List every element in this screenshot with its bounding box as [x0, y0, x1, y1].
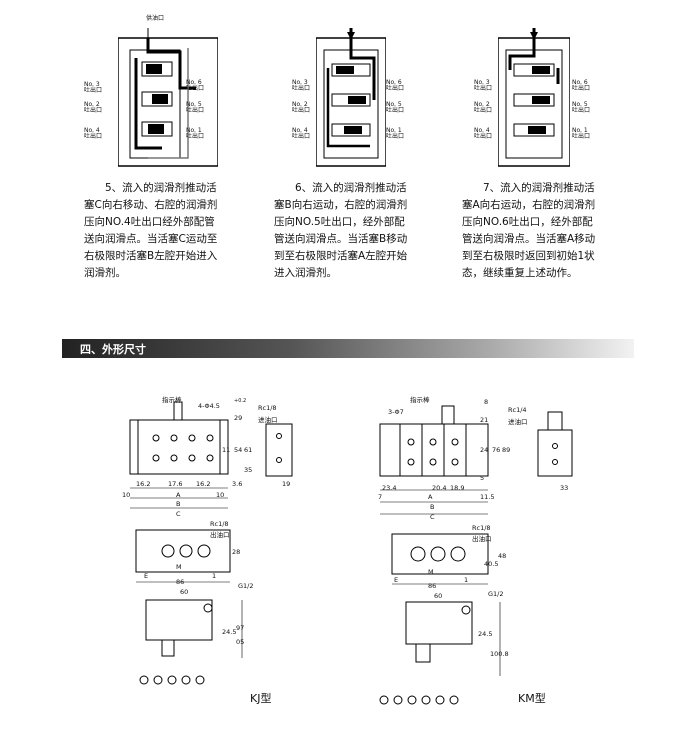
km-dim: B — [430, 503, 435, 511]
kj-drawing-lines — [118, 390, 318, 710]
km-outlet-thread: Rc1/8 — [472, 524, 491, 532]
schematic-drawing-1 — [118, 28, 218, 168]
kj-dim: 11 — [222, 446, 231, 454]
km-dim: 86 — [428, 582, 437, 590]
port-label: No. 6 吐出口 — [386, 79, 405, 92]
port-label: No. 5 吐出口 — [572, 101, 591, 114]
schematic-diagram-3 — [498, 28, 570, 168]
kj-dim: 10 — [122, 491, 131, 499]
km-inlet-thread: Rc1/4 — [508, 406, 527, 414]
description-6: 6、流入的润滑剂推动活塞B向右运动，右腔的润滑剂压向NO.5吐出口，经外部配管送… — [274, 182, 408, 279]
kj-dim: 3.6 — [232, 480, 243, 488]
kj-dim: 05 — [236, 638, 245, 646]
schematic-drawing-3 — [498, 28, 570, 168]
km-inlet-label: 进油口 — [508, 418, 528, 426]
kj-drawing — [118, 390, 318, 710]
kj-dim: 29 — [234, 414, 243, 422]
kj-outlet-label: 出油口 — [210, 531, 230, 539]
kj-dim: 19 — [282, 480, 291, 488]
km-dim: E — [394, 576, 399, 584]
kj-dim: B — [176, 500, 181, 508]
port-label: No. 1 吐出口 — [186, 127, 205, 140]
km-model-label: KM型 — [518, 692, 546, 705]
km-outlet-label: 出油口 — [472, 535, 492, 543]
km-dim: 5 — [480, 474, 485, 482]
port-label: No. 3 吐出口 — [84, 81, 103, 94]
inlet-label: 供油口 — [146, 15, 165, 22]
schematic-diagram-2 — [316, 28, 386, 168]
description-7: 7、流入的润滑剂推动活塞A向右运动，右腔的润滑剂压向NO.6吐出口，经外部配管送… — [462, 182, 596, 279]
km-dim: 60 — [434, 592, 443, 600]
km-dim: A — [428, 493, 433, 501]
km-dim: 20.4 — [432, 484, 447, 492]
kj-outlet-thread: Rc1/8 — [210, 520, 229, 528]
description-5: 5、流入的润滑剂推动活塞C向右移动、右腔的润滑剂压向NO.4吐出口经外部配管送向… — [84, 182, 218, 279]
port-label: No. 2 吐出口 — [84, 101, 103, 114]
port-label: No. 3 吐出口 — [292, 79, 311, 92]
port-label: No. 5 吐出口 — [386, 101, 405, 114]
kj-dim: 54 — [234, 446, 243, 454]
kj-dim: E — [144, 572, 149, 580]
kj-dim: 86 — [176, 578, 185, 586]
port-label: No. 4 吐出口 — [474, 127, 493, 140]
kj-holes-tolerance: +0.2 — [234, 398, 247, 404]
km-dim: 76 — [492, 446, 501, 454]
port-label: No. 2 吐出口 — [474, 101, 493, 114]
km-dim: 33 — [560, 484, 569, 492]
kj-dim: 35 — [244, 466, 253, 474]
km-dim: 21 — [480, 416, 489, 424]
km-dim: C — [430, 513, 435, 521]
schematic-drawing-2 — [316, 28, 386, 168]
km-drawing — [370, 390, 590, 730]
port-label: No. 3 吐出口 — [474, 79, 493, 92]
kj-dim: 61 — [244, 446, 253, 454]
kj-dim: 60 — [180, 588, 189, 596]
port-label: No. 4 吐出口 — [84, 127, 103, 140]
km-dim: 23.4 — [382, 484, 397, 492]
kj-dim: C — [176, 510, 181, 518]
kj-inlet-label: 进油口 — [258, 416, 278, 424]
km-dim: M — [428, 568, 434, 576]
km-drawing-lines — [370, 390, 590, 730]
section-header-bar: 四、外形尺寸 — [62, 339, 634, 358]
km-holes-label: 3-Φ7 — [388, 408, 404, 416]
schematic-diagram-1 — [118, 28, 218, 168]
km-dim: 8 — [484, 398, 489, 406]
port-label: No. 6 吐出口 — [186, 79, 205, 92]
kj-holes-label: 4-Φ4.5 — [198, 402, 220, 410]
port-label: No. 4 吐出口 — [292, 127, 311, 140]
km-dim: 48 — [498, 552, 507, 560]
port-label: No. 1 吐出口 — [386, 127, 405, 140]
km-dim: 11.5 — [480, 493, 495, 501]
port-label: No. 1 吐出口 — [572, 127, 591, 140]
km-dim: 1 — [464, 576, 469, 584]
km-indicator-label: 指示棒 — [410, 396, 430, 404]
port-label: No. 5 吐出口 — [186, 101, 205, 114]
kj-model-label: KJ型 — [250, 692, 272, 705]
kj-dim: 28 — [232, 548, 241, 556]
kj-dim: 10 — [216, 491, 225, 499]
kj-indicator-label: 指示棒 — [162, 396, 182, 404]
port-label: No. 2 吐出口 — [292, 101, 311, 114]
section-title: 四、外形尺寸 — [80, 343, 146, 356]
km-dim: 24.5 — [478, 630, 493, 638]
kj-dim: M — [176, 563, 182, 571]
port-label: No. 6 吐出口 — [572, 79, 591, 92]
kj-dim: A — [176, 491, 181, 499]
kj-dim: 24.5 — [222, 628, 237, 636]
kj-dim: 16.2 — [136, 480, 151, 488]
km-dim: 24 — [480, 446, 489, 454]
km-dim: 40.5 — [484, 560, 499, 568]
kj-g-thread: G1/2 — [238, 582, 254, 590]
km-dim: 7 — [378, 493, 383, 501]
km-g-thread: G1/2 — [488, 590, 504, 598]
kj-dim: 1 — [212, 572, 217, 580]
kj-dim: 16.2 — [196, 480, 211, 488]
kj-dim: 97 — [236, 624, 245, 632]
kj-inlet-thread: Rc1/8 — [258, 404, 277, 412]
km-dim: 100.8 — [490, 650, 509, 658]
kj-dim: 17.6 — [168, 480, 183, 488]
km-dim: 89 — [502, 446, 511, 454]
km-dim: 18.9 — [450, 484, 465, 492]
